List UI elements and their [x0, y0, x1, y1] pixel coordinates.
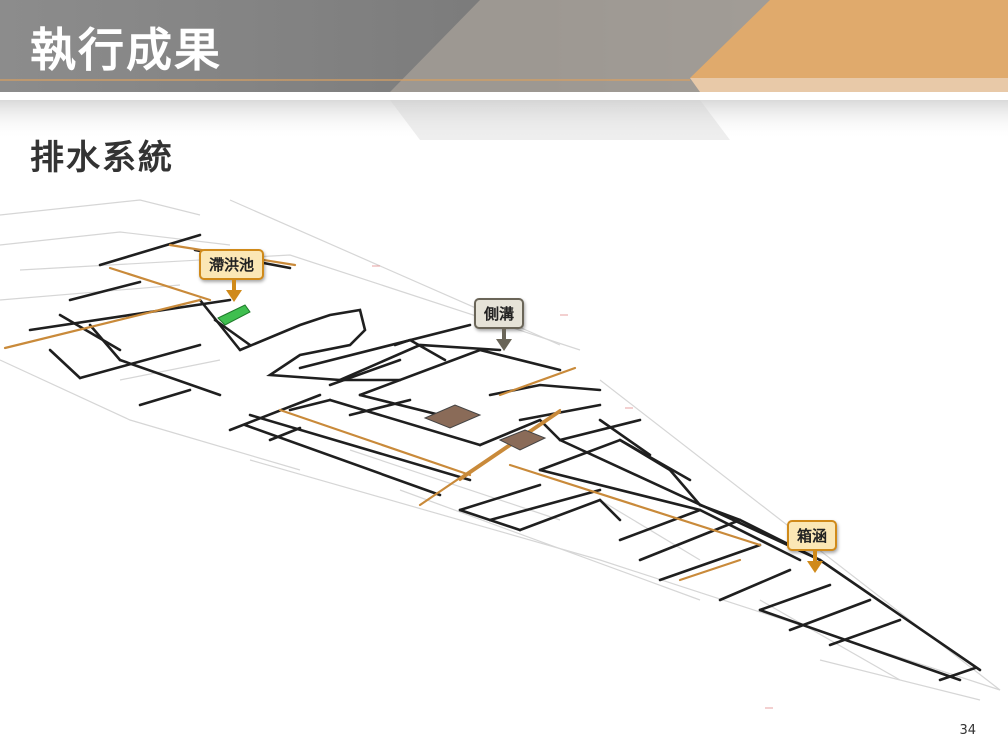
box-culvert-callout: 箱涵 [787, 520, 838, 551]
side-ditch-arrow-stem [502, 329, 506, 339]
detention-pond-arrow-icon [226, 290, 242, 302]
side-ditch-label: 側溝 [484, 305, 515, 323]
detention-pond-callout: 滯洪池 [199, 249, 265, 280]
side-ditch-arrow-icon [496, 339, 512, 351]
box-culvert-label: 箱涵 [797, 527, 828, 545]
slide-title: 執行成果 [30, 23, 222, 77]
detention-pond-label: 滯洪池 [209, 256, 255, 274]
box-culvert-arrow-stem [813, 551, 817, 561]
box-culvert-arrow-icon [807, 561, 823, 573]
page-number: 34 [959, 723, 976, 738]
pipe-network-dark [28, 233, 982, 682]
detention-pond-shape [217, 304, 251, 326]
drainage-map [0, 199, 1001, 709]
header-banner [0, 0, 1008, 140]
side-ditch-callout: 側溝 [474, 298, 525, 329]
slide-subtitle: 排水系統 [30, 138, 174, 178]
survey-marks [372, 265, 773, 709]
pipe-network-orange [3, 243, 762, 582]
building-a [423, 404, 482, 429]
building-b [498, 429, 547, 451]
detention-pond-arrow-stem [232, 280, 236, 290]
